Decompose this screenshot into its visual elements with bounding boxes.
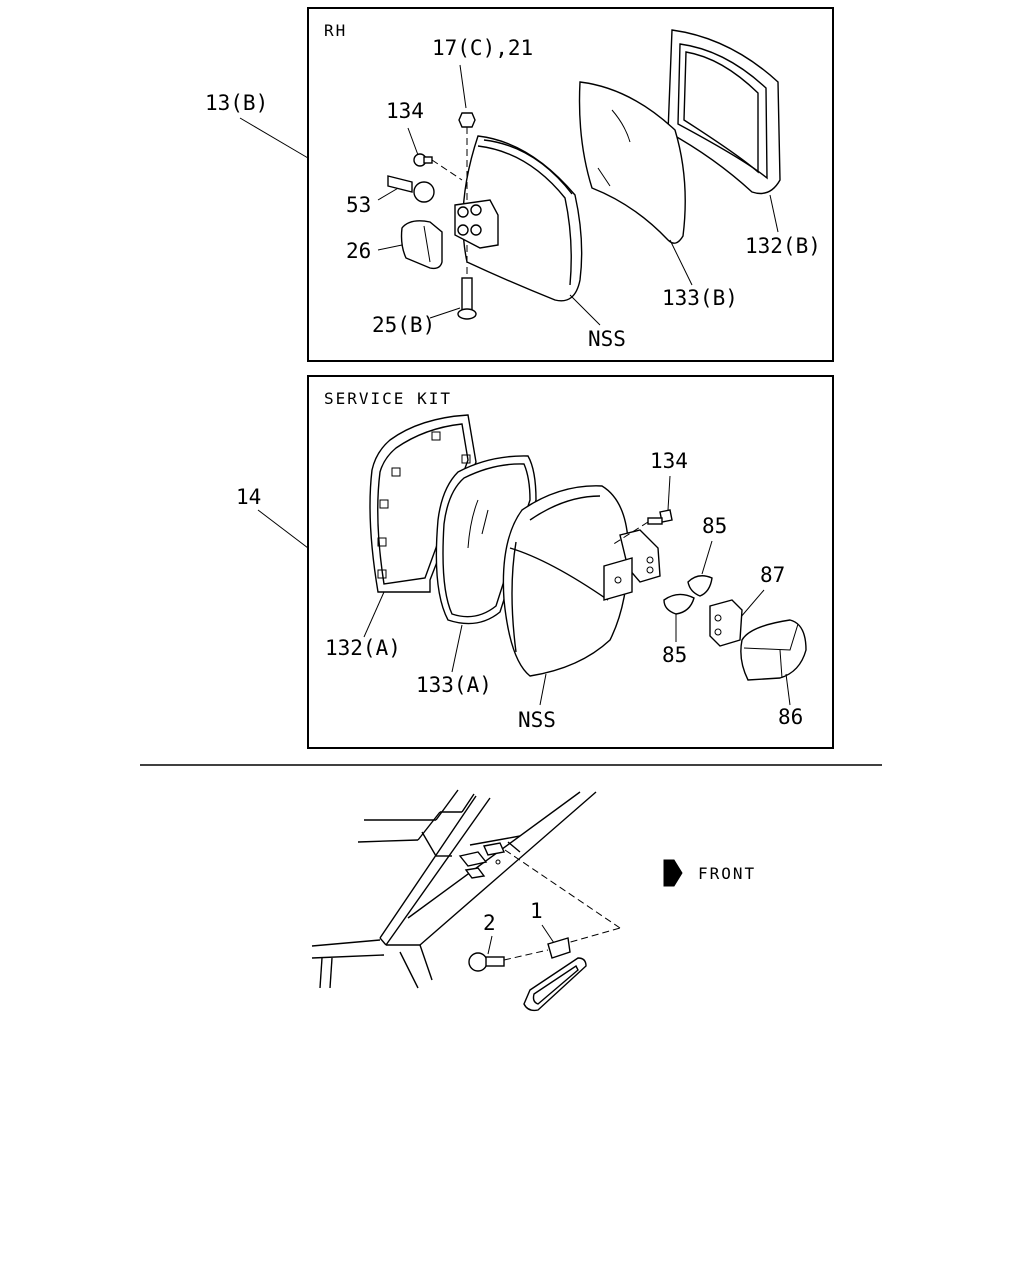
callout-nss-rh: NSS (588, 327, 626, 351)
rh-panel-frame (307, 7, 834, 362)
attach-line (503, 949, 549, 961)
callout-133b: 133(B) (662, 286, 738, 310)
rh-pivot-bolt (387, 175, 435, 203)
leader-14 (257, 509, 309, 549)
leader-nss-sk (539, 673, 547, 706)
leader-133b (669, 239, 693, 286)
leader-86 (785, 673, 791, 706)
rh-panel-title: RH (324, 21, 347, 40)
front-arrow-icon (663, 859, 683, 887)
rh-frame-132b (667, 29, 781, 195)
sk-frame-132a (369, 414, 477, 593)
service-kit-title: SERVICE KIT (324, 389, 452, 408)
roof-slot (464, 867, 486, 879)
leader-133a (451, 624, 463, 673)
sk-clip-upper (687, 575, 713, 597)
callout-133a: 133(A) (416, 673, 492, 697)
leader-nss-rh (569, 294, 601, 326)
callout-85-lower: 85 (662, 643, 687, 667)
roof-slot (483, 842, 505, 856)
callout-86: 86 (778, 705, 803, 729)
sk-glass-133a (435, 455, 537, 625)
sk-bracket-87 (709, 599, 743, 647)
callout-53: 53 (346, 193, 371, 217)
leader-134-sk (667, 475, 671, 511)
callout-134-sk: 134 (650, 449, 688, 473)
front-label: FRONT (698, 864, 756, 883)
leader-53 (377, 186, 401, 201)
leader-85-upper (701, 540, 713, 575)
sk-cover-86 (740, 619, 807, 681)
rh-housing (462, 135, 583, 302)
sk-bracket (603, 529, 661, 601)
leader-87 (739, 589, 765, 619)
cab-line (357, 839, 419, 843)
callout-13b: 13(B) (205, 91, 268, 115)
callout-14: 14 (236, 485, 261, 509)
callout-25b: 25(B) (372, 313, 435, 337)
leader-2 (487, 935, 493, 955)
callout-134-rh: 134 (386, 99, 424, 123)
callout-85-upper: 85 (702, 514, 727, 538)
rh-panel: RH 13(B) 132(B) 133(B) NSS (205, 7, 834, 362)
leader-13b (239, 117, 309, 159)
leader-25b (429, 307, 461, 319)
callout-1: 1 (530, 899, 543, 923)
sk-axis-screw (611, 521, 649, 546)
service-kit-panel: SERVICE KIT 14 132(A) 133(A) (236, 375, 834, 749)
rh-bracket (454, 199, 499, 249)
callout-nss-sk: NSS (518, 708, 556, 732)
callout-132b: 132(B) (745, 234, 821, 258)
callout-26: 26 (346, 239, 371, 263)
attach-line (504, 849, 621, 929)
callout-132a: 132(A) (325, 636, 401, 660)
callout-87: 87 (760, 563, 785, 587)
callout-17c-21: 17(C),21 (432, 36, 533, 60)
rh-nut (458, 112, 476, 128)
service-kit-frame (307, 375, 834, 749)
sk-housing (502, 485, 629, 677)
rh-glass-133b (578, 81, 686, 244)
rh-cover (400, 220, 443, 270)
roof-slot (458, 851, 488, 867)
sk-screw (647, 509, 673, 525)
leader-132b (769, 194, 779, 233)
leader-26 (377, 244, 403, 251)
leader-132a (363, 591, 385, 638)
rh-screw (413, 153, 433, 167)
rh-axis-screw (431, 159, 463, 181)
cab-bolt (468, 952, 505, 972)
callout-2: 2 (483, 911, 496, 935)
leader-134-rh (407, 127, 419, 156)
interior-mirror (523, 937, 587, 1012)
leader-17c-21 (459, 64, 467, 109)
cab-view: 1 2 FRONT (311, 789, 756, 1012)
rh-lower-bolt (457, 277, 477, 320)
sk-clip-lower (663, 593, 695, 615)
